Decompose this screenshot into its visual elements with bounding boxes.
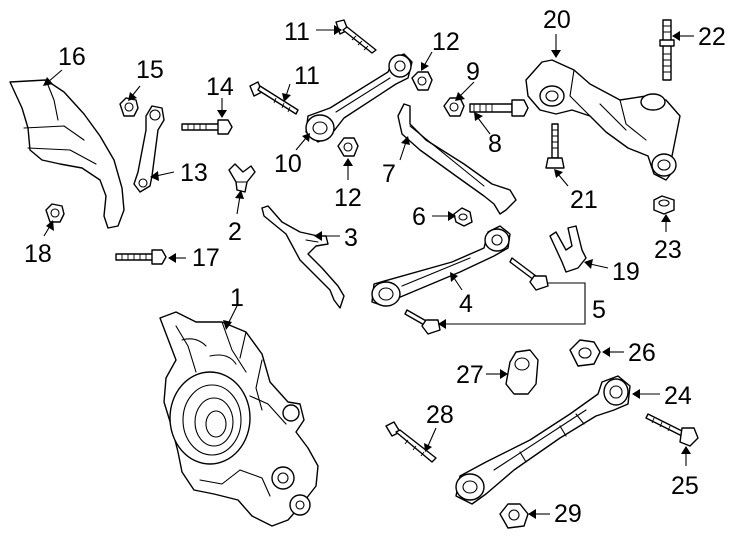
callout-11-left: 11 <box>294 62 320 90</box>
part-carrier <box>525 59 681 181</box>
part-bracket <box>261 205 345 309</box>
callout-5: 5 <box>592 296 606 324</box>
callout-14: 14 <box>206 73 234 101</box>
callout-11-top: 11 <box>284 18 310 46</box>
part-lower-arm <box>371 225 511 307</box>
callout-25: 25 <box>671 472 699 500</box>
callout-29: 29 <box>554 500 582 528</box>
callout-9: 9 <box>466 58 480 86</box>
part-nut-6 <box>453 207 473 227</box>
callout-21: 21 <box>570 186 598 214</box>
part-bolt-25 <box>645 413 699 447</box>
part-nut-29 <box>499 503 529 529</box>
callout-1: 1 <box>230 284 244 312</box>
part-nut-26 <box>569 339 601 367</box>
callout-24: 24 <box>664 382 692 410</box>
part-bolt-8 <box>469 99 529 117</box>
part-stud-22 <box>659 19 675 81</box>
part-bolt-14 <box>181 119 233 135</box>
callout-16: 16 <box>58 43 86 71</box>
part-arm-bolts <box>404 257 549 335</box>
part-knuckle <box>159 311 319 527</box>
part-bolt-28 <box>385 421 437 463</box>
callout-22: 22 <box>698 23 726 51</box>
callout-26: 26 <box>628 339 656 367</box>
callout-4: 4 <box>459 290 473 318</box>
callout-12-bottom: 12 <box>334 184 362 212</box>
part-bolt-11-top <box>335 19 377 54</box>
callout-23: 23 <box>654 236 682 264</box>
callout-6: 6 <box>412 203 426 231</box>
callout-27: 27 <box>456 361 484 389</box>
callout-20: 20 <box>543 6 571 34</box>
part-nut-23 <box>653 195 675 215</box>
part-trailing-arm <box>397 103 517 215</box>
part-nut-15 <box>119 97 139 117</box>
part-clip <box>228 163 256 193</box>
part-sensor-bracket <box>549 225 587 273</box>
callout-7: 7 <box>382 160 396 188</box>
part-shield <box>9 79 125 229</box>
callout-12-top: 12 <box>432 28 460 56</box>
callout-2: 2 <box>228 218 242 246</box>
callout-17: 17 <box>192 244 220 272</box>
leader-lines <box>43 25 694 519</box>
part-bolt-21 <box>545 123 565 169</box>
callout-labels: 1 2 3 4 5 6 7 8 9 10 11 11 12 12 13 14 1… <box>24 6 726 528</box>
callout-8: 8 <box>488 130 502 158</box>
part-nut-12-bottom <box>337 137 359 157</box>
part-bolt-11-left <box>249 81 299 115</box>
part-link-13 <box>133 105 165 193</box>
callout-19: 19 <box>612 258 640 286</box>
part-nut-9 <box>443 97 465 117</box>
part-nut-27 <box>505 349 539 395</box>
callout-18: 18 <box>24 240 52 268</box>
callout-10: 10 <box>274 150 302 178</box>
part-nut-18 <box>45 203 65 223</box>
callout-28: 28 <box>426 401 454 429</box>
part-bolt-17 <box>115 249 167 265</box>
callout-3: 3 <box>344 224 358 252</box>
part-nut-12-top <box>411 71 433 91</box>
part-upper-link <box>305 53 413 143</box>
callout-13: 13 <box>180 159 208 187</box>
part-toe-link <box>455 375 631 505</box>
callout-15: 15 <box>136 56 164 84</box>
